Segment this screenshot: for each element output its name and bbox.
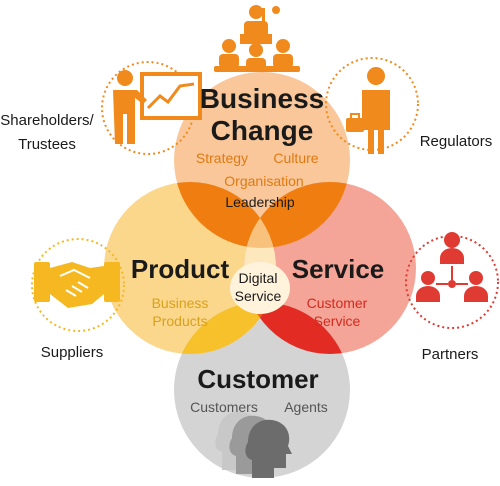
organisation-label: Organisation (224, 173, 303, 189)
presenter-chart-icon (113, 70, 202, 144)
strategy-label: Strategy (196, 150, 248, 166)
customer-product-overlap (174, 302, 276, 354)
leadership-overlap (174, 182, 350, 248)
shareholders-label-1: Shareholders/ (0, 112, 94, 129)
service-title: Service (292, 254, 385, 284)
customers-label: Customers (190, 399, 258, 415)
suppliers-ring (31, 238, 125, 332)
center-highlight (230, 262, 290, 314)
service-sub-2: Service (314, 313, 361, 329)
digital-service-line-2: Service (235, 288, 282, 304)
product-title: Product (131, 254, 230, 284)
product-sub-2: Products (152, 313, 207, 329)
suppliers-label: Suppliers (41, 344, 104, 361)
business-change-title-2: Change (211, 115, 314, 146)
partners-label: Partners (422, 346, 479, 363)
culture-label: Culture (273, 150, 318, 166)
customer-service-overlap (244, 302, 350, 354)
regulators-label: Regulators (420, 133, 493, 150)
leadership-label: Leadership (225, 194, 294, 210)
handshake-icon (34, 262, 120, 308)
customer-title: Customer (197, 364, 318, 394)
board-meeting-icon (214, 5, 300, 72)
product-sub-1: Business (152, 295, 209, 311)
customer-heads-icon (215, 411, 292, 478)
regulators-ring (325, 57, 419, 151)
service-sub-1: Customer (307, 295, 368, 311)
shareholders-label-2: Trustees (18, 136, 76, 153)
business-change-title-1: Business (200, 83, 325, 114)
digital-service-line-1: Digital (239, 270, 278, 286)
partners-network-icon (416, 232, 488, 302)
agents-label: Agents (284, 399, 328, 415)
businessman-briefcase-icon (346, 67, 390, 154)
